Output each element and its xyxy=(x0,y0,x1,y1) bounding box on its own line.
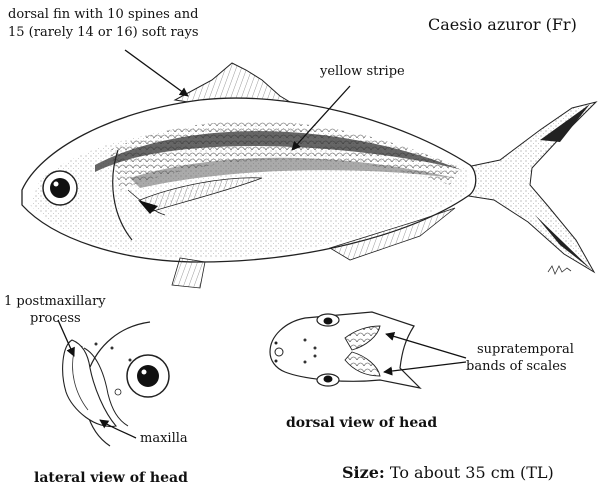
dorsal-head-illustration xyxy=(270,312,420,388)
pelvic-fin xyxy=(172,258,205,288)
postmaxillary-label-line1: 1 postmaxillary xyxy=(4,294,106,310)
lateral-view-caption: lateral view of head xyxy=(34,470,188,486)
supratemporal-label-line2: bands of scales xyxy=(466,359,567,375)
fish-illustration xyxy=(22,63,596,288)
dorsal-view-caption: dorsal view of head xyxy=(286,415,437,431)
size-value: To about 35 cm (TL) xyxy=(385,463,554,482)
yellow-stripe-label: yellow stripe xyxy=(320,64,405,80)
dorsal-fin-arrow xyxy=(125,50,188,96)
maxilla-shape xyxy=(63,340,116,427)
postmaxillary-label-line2: process xyxy=(30,311,81,327)
common-name-fr: Caesio azuror (Fr) xyxy=(428,15,577,34)
caudal-fin xyxy=(462,102,596,272)
maxilla-arrow xyxy=(100,420,136,438)
size-line: Size: To about 35 cm (TL) xyxy=(342,463,554,482)
supratemporal-label-line1: supratemporal xyxy=(477,342,574,358)
dorsal-fin-label-line1: dorsal fin with 10 spines and xyxy=(8,7,198,23)
maxilla-label: maxilla xyxy=(140,431,188,447)
dorsal-fin-label-line2: 15 (rarely 14 or 16) soft rays xyxy=(8,25,199,41)
artist-signature xyxy=(548,266,571,274)
lateral-head-illustration xyxy=(63,322,169,446)
size-label: Size: xyxy=(342,463,385,482)
